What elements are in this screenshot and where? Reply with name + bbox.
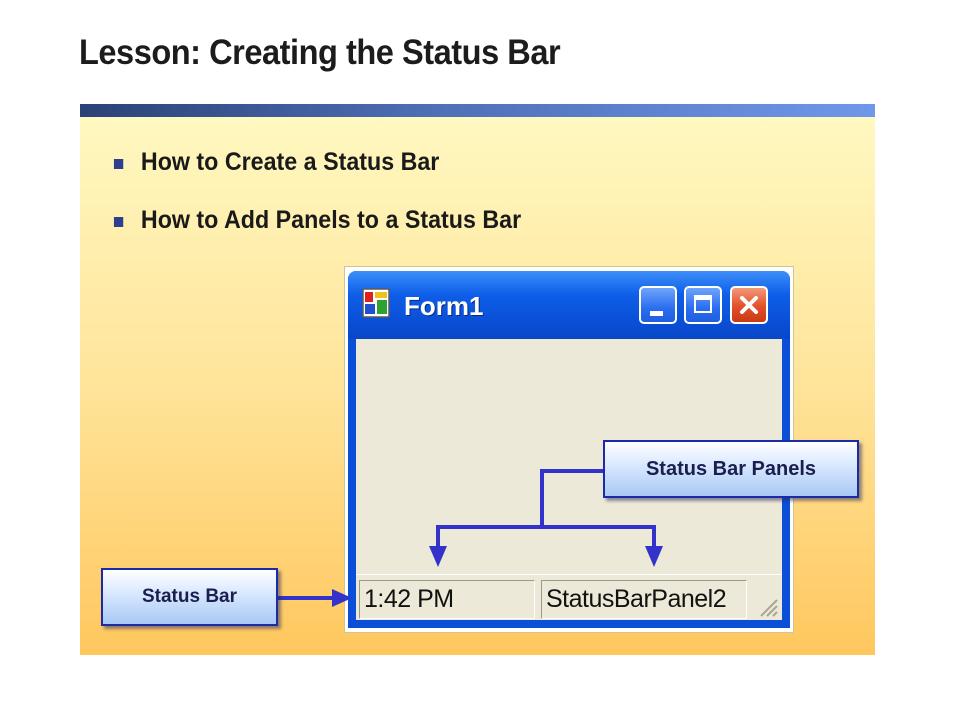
bullet-text: How to Add Panels to a Status Bar — [140, 206, 522, 234]
status-bar-panel-2: StatusBarPanel2 — [541, 580, 747, 619]
form-app-icon — [362, 288, 390, 318]
status-bar-panels-callout: Status Bar Panels — [603, 440, 859, 498]
minimize-button[interactable] — [639, 286, 677, 324]
window-titlebar[interactable]: Form1 — [348, 271, 790, 339]
close-button[interactable] — [730, 286, 768, 324]
status-bar-panel-time: 1:42 PM — [359, 580, 535, 619]
window-title: Form1 — [404, 291, 484, 321]
title-rule — [80, 104, 875, 117]
minimize-icon — [650, 311, 663, 316]
square-bullet-icon — [113, 217, 124, 227]
close-icon — [740, 296, 758, 314]
bullet-list: How to Create a Status Bar How to Add Pa… — [113, 148, 552, 264]
bullet-text: How to Create a Status Bar — [140, 148, 440, 176]
slide-title: Lesson: Creating the Status Bar — [79, 33, 561, 72]
square-bullet-icon — [113, 159, 124, 169]
maximize-button[interactable] — [684, 286, 722, 324]
bullet-item: How to Create a Status Bar — [113, 148, 521, 206]
status-bar-callout: Status Bar — [101, 568, 278, 626]
bullet-item: How to Add Panels to a Status Bar — [113, 206, 521, 264]
status-bar: 1:42 PM StatusBarPanel2 — [356, 574, 782, 620]
maximize-icon — [694, 295, 712, 313]
resize-grip-icon[interactable] — [756, 595, 778, 617]
